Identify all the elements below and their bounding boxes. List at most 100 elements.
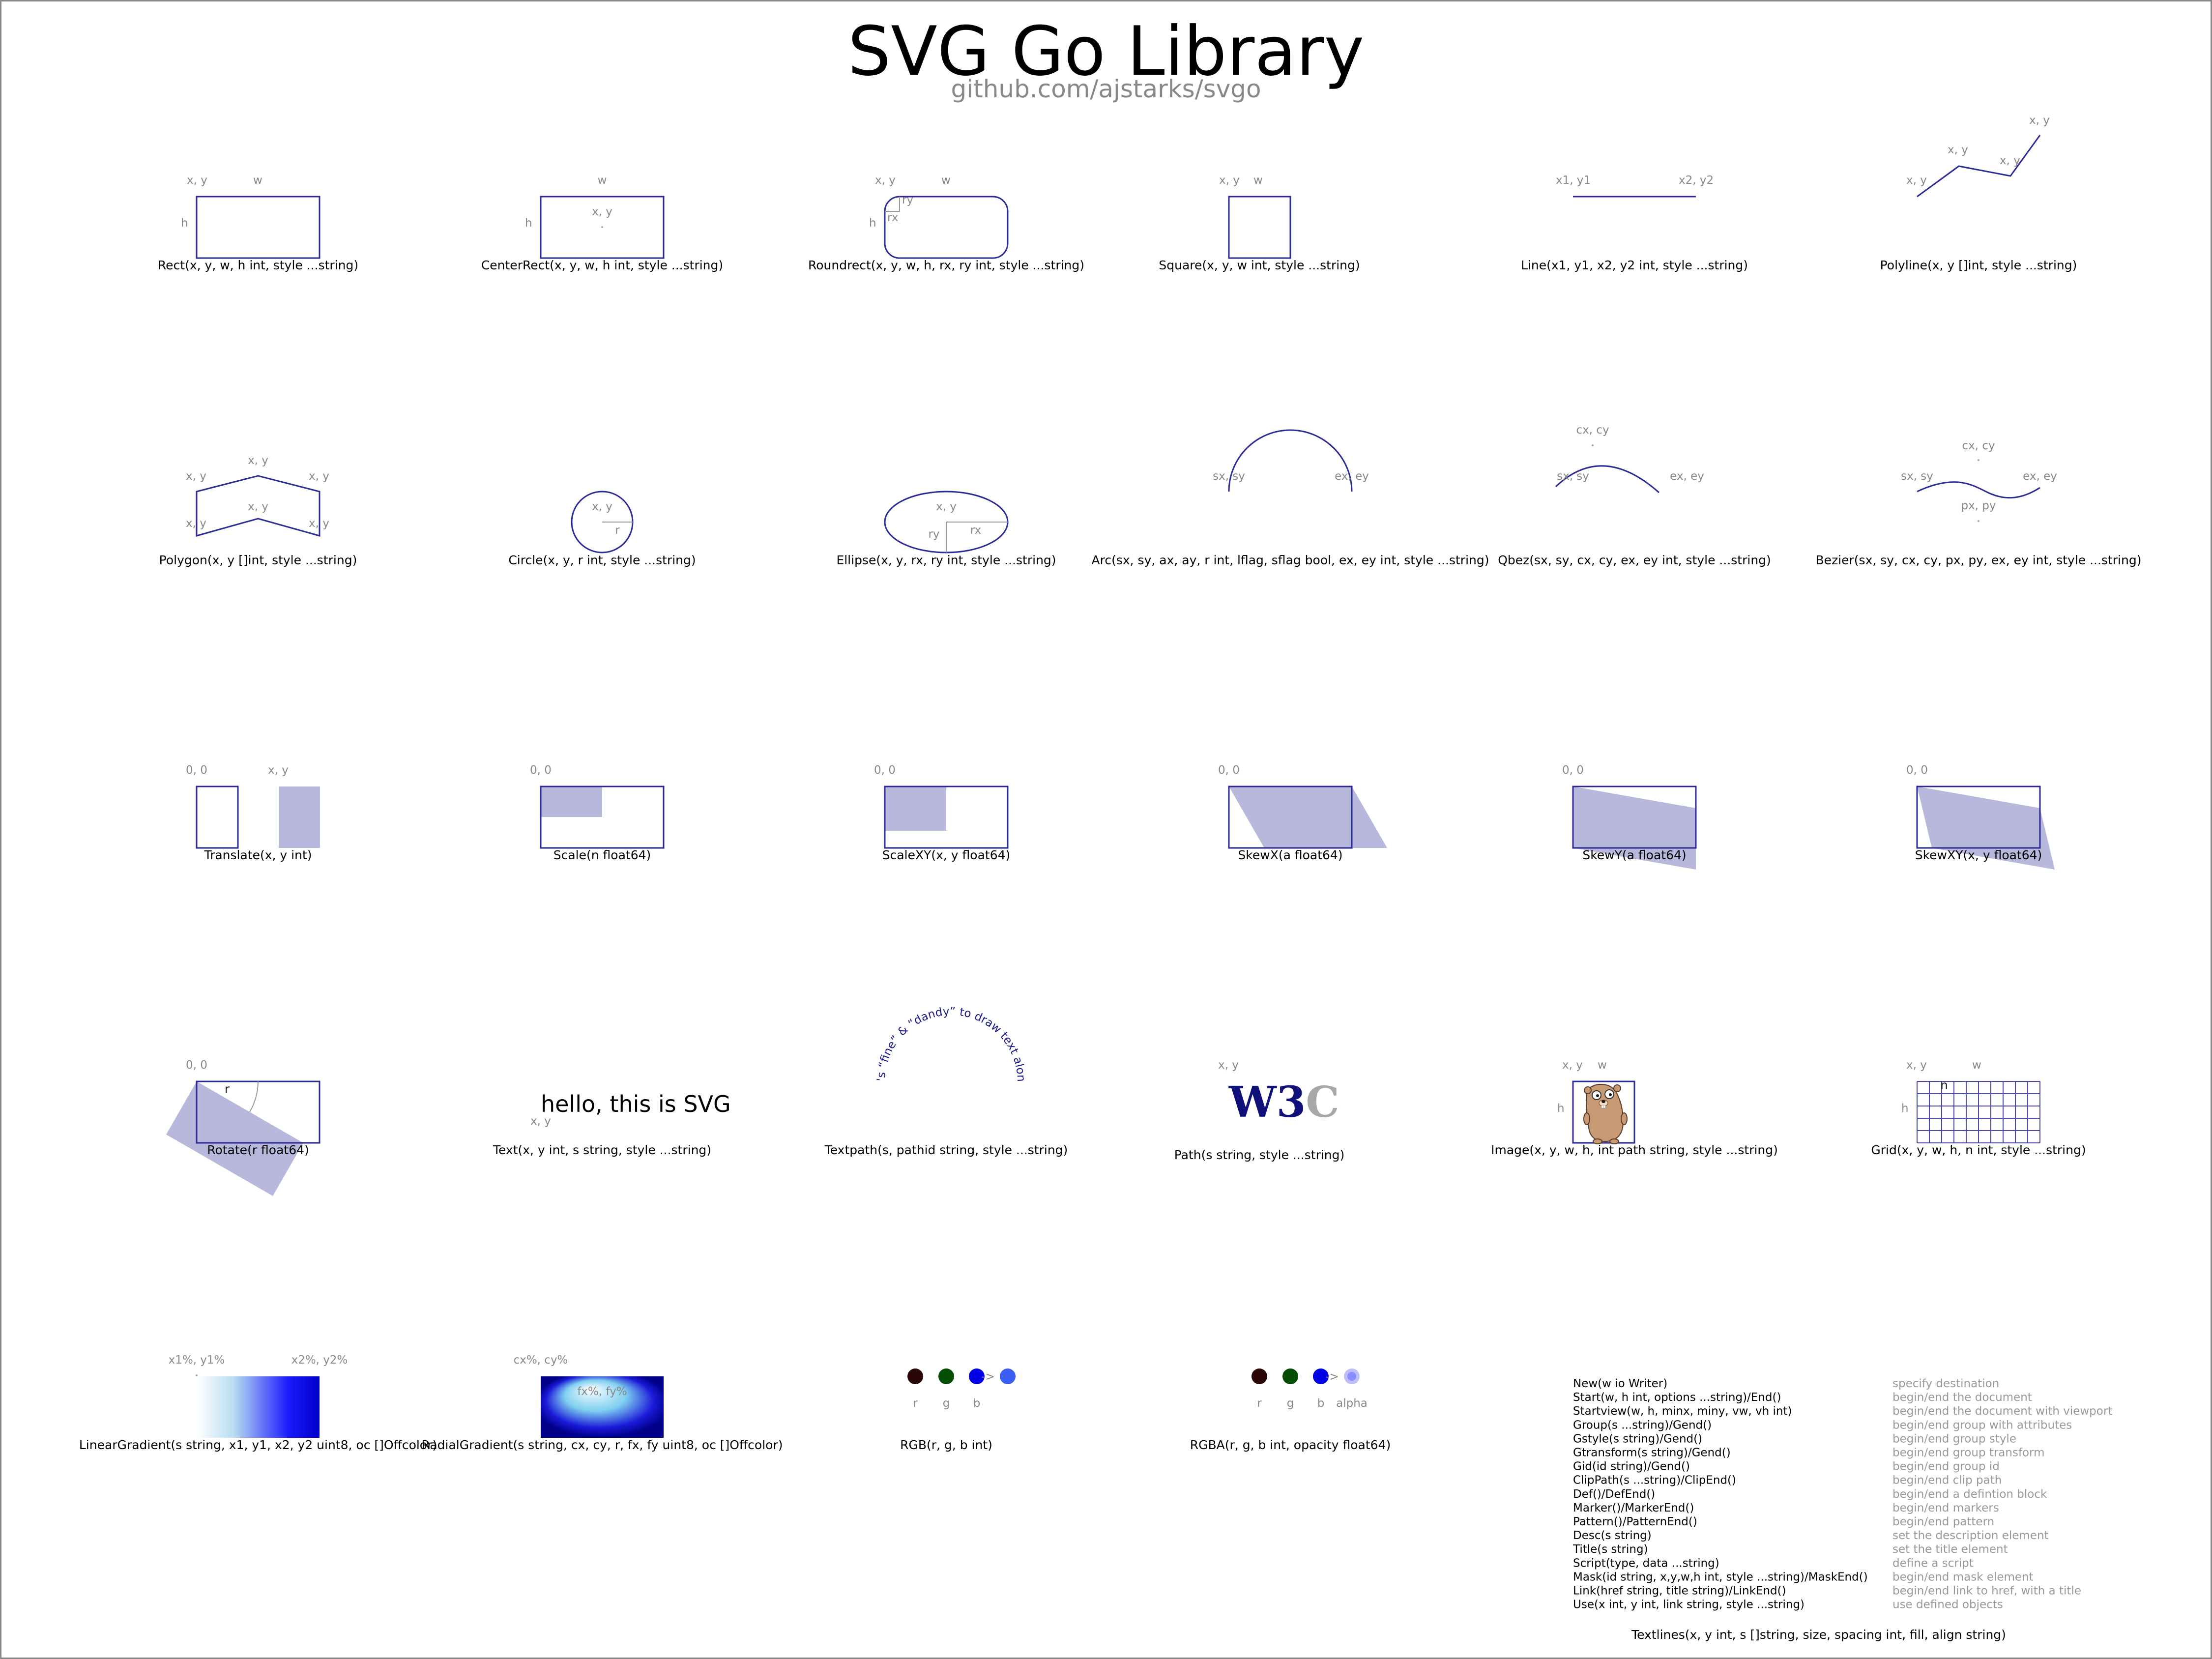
label-xy: x, y xyxy=(309,517,329,530)
w3c-logo-w3: W3 xyxy=(1228,1077,1306,1127)
label-exey: ex, ey xyxy=(2023,470,2057,483)
api-description: begin/end pattern xyxy=(1892,1515,1994,1528)
label-x1y1pct: x1%, y1% xyxy=(169,1354,225,1367)
label-g: g xyxy=(1287,1397,1294,1410)
label-b: b xyxy=(973,1397,981,1410)
api-description: begin/end the document xyxy=(1892,1391,2032,1404)
blue-dot xyxy=(969,1368,985,1384)
label-xy: x, y xyxy=(309,470,329,483)
corner-guide xyxy=(885,197,900,212)
label-xy: x, y xyxy=(187,174,207,187)
radialgradient-example: cx%, cy% fx%, fy% RadialGradient(s strin… xyxy=(422,1354,783,1452)
centerrect-example: w h x, y CenterRect(x, y, w, h int, styl… xyxy=(481,174,723,272)
label-ry: ry xyxy=(928,528,939,541)
label-origin: 0, 0 xyxy=(530,764,552,777)
center-point xyxy=(601,226,603,228)
label-xy: x, y xyxy=(248,500,268,513)
centerrect-shape xyxy=(540,196,665,259)
label-xy: x, y xyxy=(936,500,957,513)
rect-example: x, y w h Rect(x, y, w, h int, style ...s… xyxy=(158,174,358,272)
label-h: h xyxy=(525,217,532,230)
caption-centerrect: CenterRect(x, y, w, h int, style ...stri… xyxy=(481,258,723,272)
label-xy: x, y xyxy=(875,174,896,187)
label-xy: x, y xyxy=(186,470,206,483)
label-sxsy: sx, sy xyxy=(1557,470,1589,483)
label-b: b xyxy=(1317,1397,1325,1410)
api-call: Def()/DefEnd() xyxy=(1573,1488,1655,1501)
page-title: SVG Go Library xyxy=(848,12,1365,91)
scale-example: 0, 0 Scale(n float64) xyxy=(530,764,665,862)
skewed-shape xyxy=(1917,786,2055,870)
api-description: begin/end markers xyxy=(1892,1502,1999,1514)
caption-bezier: Bezier(sx, sy, cx, cy, px, py, ex, ey in… xyxy=(1816,553,2142,567)
caption-radialgradient: RadialGradient(s string, cx, cy, r, fx, … xyxy=(422,1438,783,1452)
api-call: Start(w, h int, options ...string)/End() xyxy=(1573,1391,1781,1404)
angle-guide xyxy=(249,1081,259,1112)
caption-image: Image(x, y, w, h, int path string, style… xyxy=(1491,1143,1778,1157)
original-shape xyxy=(540,786,665,849)
polygon-example: x, y x, y x, y x, y x, y x, y Polygon(x,… xyxy=(159,454,357,567)
grid-example: x, y w h n Grid(x, y, w, h, n int, style… xyxy=(1871,1059,2086,1157)
gopher-image xyxy=(1583,1083,1628,1144)
polyline-example: x, y x, y x, y x, y Polyline(x, y []int,… xyxy=(1880,114,2077,272)
bezier-example: cx, cy sx, sy ex, ey px, py Bezier(sx, s… xyxy=(1816,439,2142,567)
api-description: specify destination xyxy=(1892,1377,1999,1390)
linear-gradient-swatch xyxy=(197,1376,320,1438)
api-description: begin/end group transform xyxy=(1892,1447,2045,1459)
label-x2y2: x2, y2 xyxy=(1679,174,1714,187)
caption-line: Line(x1, y1, x2, y2 int, style ...string… xyxy=(1521,258,1748,272)
api-call: Title(s string) xyxy=(1572,1543,1648,1556)
text-example: hello, this is SVG x, y Text(x, y int, s… xyxy=(493,1091,731,1157)
textpath-example: It's “fine” & “dandy” to draw text along… xyxy=(0,0,1068,1157)
api-call: Mask(id string, x,y,w,h int, style ...st… xyxy=(1573,1571,1868,1583)
label-origin: 0, 0 xyxy=(186,764,207,777)
label-xy: x, y xyxy=(186,517,206,530)
original-shape xyxy=(196,786,239,849)
label-xy: x, y xyxy=(1906,1059,1927,1072)
caption-path: Path(s string, style ...string) xyxy=(1174,1148,1345,1162)
api-description: set the description element xyxy=(1892,1529,2049,1542)
arc-shape xyxy=(1228,429,1353,492)
caption-textpath: Textpath(s, pathid string, style ...stri… xyxy=(824,1143,1068,1157)
scalexy-example: 0, 0 ScaleXY(x, y float64) xyxy=(874,764,1010,862)
caption-polygon: Polygon(x, y []int, style ...string) xyxy=(159,553,357,567)
skewxy-example: 0, 0 SkewXY(x, y float64) xyxy=(1906,764,2055,870)
lineargradient-example: x1%, y1% x2%, y2% LinearGradient(s strin… xyxy=(79,1354,437,1452)
api-description: begin/end clip path xyxy=(1892,1474,2002,1487)
rgba-example: -> r g b alpha RGBA(r, g, b int, opacity… xyxy=(1190,1368,1391,1452)
label-n: n xyxy=(1940,1078,1948,1092)
caption-polyline: Polyline(x, y []int, style ...string) xyxy=(1880,258,2077,272)
skewx-example: 0, 0 SkewX(a float64) xyxy=(1218,764,1387,862)
label-r: r xyxy=(225,1082,230,1096)
rect-shape xyxy=(196,196,320,259)
caption-rect: Rect(x, y, w, h int, style ...string) xyxy=(158,258,358,272)
label-cxcypct: cx%, cy% xyxy=(514,1354,568,1367)
skewy-example: 0, 0 SkewY(a float64) xyxy=(1562,764,1697,870)
caption-translate: Translate(x, y int) xyxy=(204,848,312,862)
label-exey: ex, ey xyxy=(1335,470,1369,483)
label-xy: x, y xyxy=(1219,174,1240,187)
label-sxsy: sx, sy xyxy=(1213,470,1245,483)
rgb-example: -> r g b RGB(r, g, b int) xyxy=(900,1368,1016,1452)
api-call: Pattern()/PatternEnd() xyxy=(1573,1515,1697,1528)
skewed-shape xyxy=(1229,786,1387,848)
red-dot xyxy=(907,1368,923,1384)
caption-lineargradient: LinearGradient(s string, x1, y1, x2, y2 … xyxy=(79,1438,437,1452)
label-xy: x, y xyxy=(268,764,289,777)
label-x1y1: x1, y1 xyxy=(1556,174,1591,187)
label-xy: x, y xyxy=(1906,174,1927,187)
label-origin: 0, 0 xyxy=(1906,764,1928,777)
label-r: r xyxy=(1257,1397,1262,1410)
qbez-example: cx, cy sx, sy ex, ey Qbez(sx, sy, cx, cy… xyxy=(1498,424,1771,567)
caption-arc: Arc(sx, sy, ax, ay, r int, lflag, sflag … xyxy=(1092,553,1489,567)
blue-dot xyxy=(1313,1368,1329,1384)
scaled-shape xyxy=(885,786,946,831)
api-call: Startview(w, h, minx, miny, vw, vh int) xyxy=(1573,1405,1792,1418)
caption-skewx: SkewX(a float64) xyxy=(1238,848,1342,862)
original-shape xyxy=(1228,786,1353,849)
result-dot xyxy=(1000,1368,1016,1384)
caption-grid: Grid(x, y, w, h, n int, style ...string) xyxy=(1871,1143,2086,1157)
caption-rotate: Rotate(r float64) xyxy=(207,1143,309,1157)
label-ry: ry xyxy=(902,194,913,206)
